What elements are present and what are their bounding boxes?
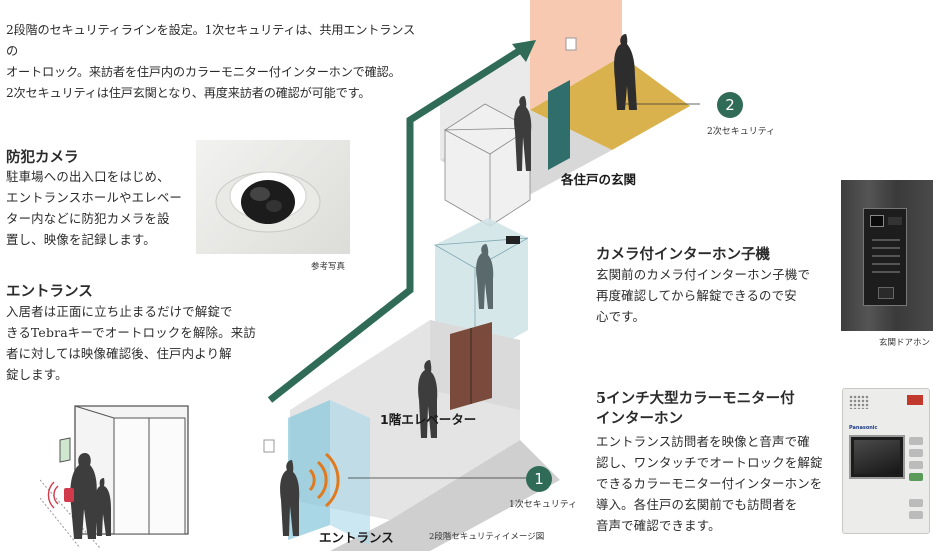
- intro-line: 2次セキュリティは住戸玄関となり、再度来訪者の確認が可能です。: [6, 86, 371, 100]
- speaker-icon: [849, 395, 869, 409]
- door-intercom-caption: 玄関ドアホン: [879, 338, 931, 348]
- monitor-title-line1: 5インチ大型カラーモニター付: [596, 390, 795, 407]
- dome-camera-icon: [215, 171, 321, 233]
- camera-line: 置し、映像を記録します。: [6, 232, 156, 247]
- entrance-line: きるTebraキーでオートロックを解除。来訪: [6, 325, 256, 340]
- intercom-sub-line: 心です。: [596, 309, 646, 324]
- camera-line: 駐車場への出入口をはじめ、: [6, 169, 170, 184]
- entrance-line: 者に対しては映像確認後、住戸内より解: [6, 346, 232, 361]
- monitor-title-line2: インターホン: [596, 410, 683, 427]
- monitor-line: 認し、ワンタッチでオートロックを解錠: [596, 455, 823, 470]
- resident-figure-icon: [614, 34, 637, 110]
- unit-entrance-label: 各住戸の玄関: [561, 172, 637, 187]
- security-marker-1-label: 1次セキュリティ: [509, 500, 578, 510]
- alert-button-icon: [907, 395, 923, 405]
- monitor-intercom-photo: Panasonic: [842, 388, 930, 534]
- camera-description: 駐車場への出入口をはじめ、 エントランスホールやエレベー ター内などに防犯カメラ…: [6, 166, 206, 250]
- shaft-figure-icon: [476, 244, 494, 309]
- security-marker-2-label: 2次セキュリティ: [707, 127, 776, 137]
- elevator-camera-icon: [506, 236, 520, 244]
- unit-wall: [530, 0, 622, 110]
- monitor-line: エントランス訪問者を映像と音声で確: [596, 434, 810, 449]
- monitor-description: エントランス訪問者を映像と音声で確 認し、ワンタッチでオートロックを解錠 できる…: [596, 431, 836, 536]
- monitor-line: できるカラーモニター付インターホンを: [596, 476, 823, 491]
- camera-photo-caption: 参考写真: [311, 262, 346, 272]
- visitor-figure-icon: [280, 460, 300, 536]
- unit-visitor-figure-icon: [514, 96, 532, 171]
- intercom-sub-title: カメラ付インターホン子機: [596, 246, 770, 263]
- monitor-line: 音声で確認できます。: [596, 518, 721, 533]
- entrance-title: エントランス: [6, 283, 93, 300]
- door-intercom-icon: [863, 208, 907, 306]
- entrance-description: 入居者は正面に立ち止まるだけで解錠で きるTebraキーでオートロックを解除。来…: [6, 301, 256, 385]
- door-intercom-photo: [841, 180, 933, 331]
- intercom-sub-icon: [565, 37, 577, 51]
- security-marker-1: 1: [526, 466, 552, 492]
- intro-line: オートロック。来訪者を住戸内のカラーモニター付インターホンで確認。: [6, 65, 401, 79]
- elevator-figure-icon: [418, 360, 438, 438]
- camera-line: ター内などに防犯カメラを設: [6, 211, 170, 226]
- monitor-screen: [849, 435, 905, 479]
- tebra-key-icon: [64, 488, 74, 502]
- entrance-line: 入居者は正面に立ち止まるだけで解錠で: [6, 304, 233, 319]
- resident-figure-icon: [70, 453, 97, 539]
- security-marker-2: 2: [717, 92, 743, 118]
- child-figure-icon: [94, 478, 111, 536]
- camera-photo: [196, 140, 350, 254]
- intro-text: 2段階のセキュリティラインを設定。1次セキュリティは、共用エントランスの オート…: [6, 20, 426, 104]
- security-diagram: [263, 0, 700, 551]
- arrow-head-icon: [512, 40, 536, 62]
- monitor-line: 導入。各住戸の玄関前でも訪問者を: [596, 497, 798, 512]
- entrance-line: 錠します。: [6, 367, 68, 382]
- entrance-label: エントランス: [319, 530, 394, 545]
- signal-icon: [308, 452, 340, 508]
- flow-arrow: [267, 41, 532, 403]
- intercom-sub-line: 再度確認してから解錠できるので安: [596, 288, 797, 303]
- diagram-caption: 2段階セキュリティイメージ図: [429, 532, 545, 542]
- entrance-illustration: [40, 405, 189, 548]
- camera-line: エントランスホールやエレベー: [6, 190, 183, 205]
- intercom-sub-description: 玄関前のカメラ付インターホン子機で 再度確認してから解錠できるので安 心です。: [596, 264, 836, 327]
- intercom-sub-line: 玄関前のカメラ付インターホン子機で: [596, 267, 811, 282]
- camera-title: 防犯カメラ: [6, 149, 79, 166]
- brand-label: Panasonic: [849, 425, 878, 431]
- unit-door: [548, 80, 570, 170]
- intro-line: 2段階のセキュリティラインを設定。1次セキュリティは、共用エントランスの: [6, 23, 415, 58]
- elevator-label: 1階エレベーター: [380, 412, 477, 427]
